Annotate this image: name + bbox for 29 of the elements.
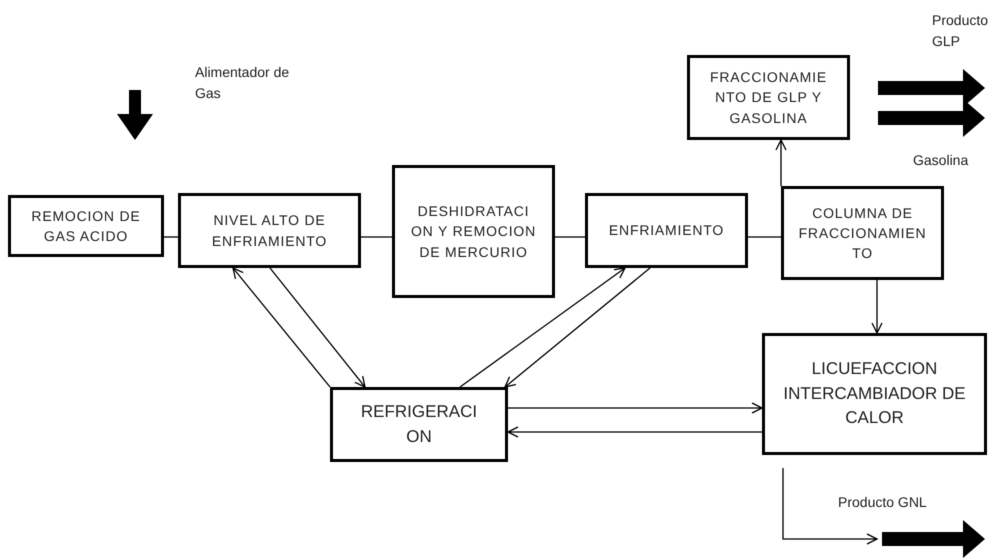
process-box: [330, 387, 508, 462]
arrow: [871, 280, 883, 334]
arrow: [270, 268, 366, 388]
process-box: [178, 193, 361, 268]
arrow: [504, 268, 650, 388]
arrow: [508, 402, 763, 414]
stream-label: Producto GLP: [932, 11, 990, 51]
arrow: [507, 426, 762, 438]
box-label: ENFRIAMIENTO: [608, 221, 724, 240]
process-box: [762, 333, 987, 455]
box-label: NIVEL ALTO DE ENFRIAMIENTO: [210, 211, 328, 250]
stream-label: Gasolina: [913, 151, 970, 170]
box-label: COLUMNA DE FRACCIONAMIEN TO: [798, 204, 928, 264]
box-label: LICUEFACCION INTERCAMBIADOR DE CALOR: [782, 358, 967, 430]
arrow: [782, 468, 878, 545]
process-box: [8, 195, 164, 257]
process-box: [585, 193, 748, 268]
process-box: [392, 165, 555, 298]
stream-label: Producto GNL: [838, 493, 928, 512]
process-box: [687, 55, 850, 140]
box-label: REFRIGERACI ON: [360, 400, 478, 448]
box-label: DESHIDRATACI ON Y REMOCION DE MERCURIO: [410, 202, 537, 262]
arrow: [232, 267, 330, 388]
arrow: [460, 267, 626, 388]
box-label: REMOCION DE GAS ACIDO: [30, 206, 142, 246]
box-label: FRACCIONAMIE NTO DE GLP Y GASOLINA: [709, 68, 828, 128]
process-box: [781, 186, 944, 280]
arrow: [775, 139, 787, 186]
stream-label: Alimentador de Gas: [195, 63, 290, 103]
